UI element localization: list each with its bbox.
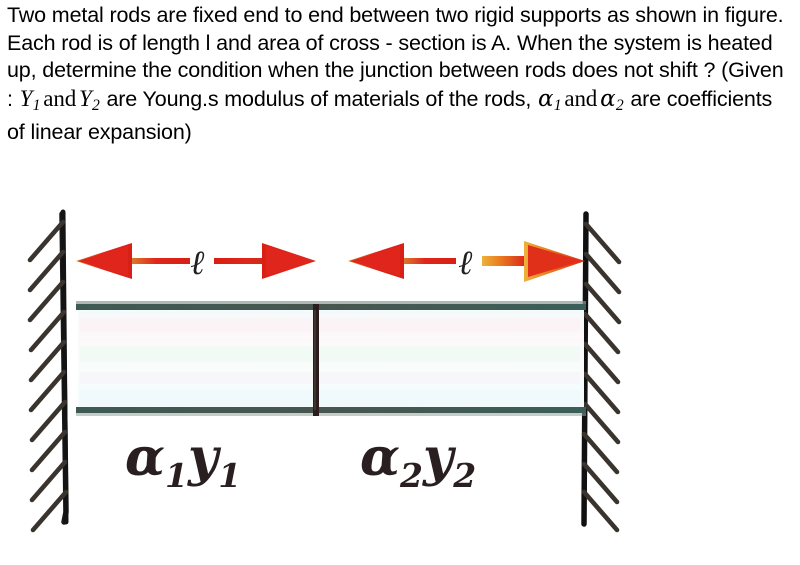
left-rigid-support-hatched-wall <box>27 209 69 533</box>
rod-material-labels: α1y1 α2y2 <box>125 427 476 495</box>
symbol-alpha2-subscript: 2 <box>615 96 624 114</box>
dimension-arrows-rod-1: ℓ <box>76 243 316 282</box>
figure-diagram: ℓ ℓ <box>0 200 700 540</box>
rod2-material-label: α2y2 <box>360 427 476 495</box>
left-support-hatching <box>27 219 69 533</box>
conjunction-and-1: and <box>43 85 77 111</box>
length-label-right: ℓ <box>459 245 474 282</box>
arrow-right-rod2 <box>482 241 585 282</box>
rods-assembly <box>76 301 586 416</box>
conjunction-and-2: and <box>564 85 598 111</box>
right-support-hatching <box>581 221 622 533</box>
length-label-left: ℓ <box>191 245 206 282</box>
right-rigid-support-hatched-wall <box>581 211 622 533</box>
symbol-Y1-subscript: 1 <box>32 96 41 114</box>
dimension-arrows-rod-2: ℓ <box>348 241 585 282</box>
arrow-right-rod1 <box>214 243 316 279</box>
question-text-part-3: are coefficients of linear expansion) <box>7 86 773 145</box>
arrow-left-rod2 <box>348 243 456 279</box>
symbol-Y1-base: Y <box>19 85 33 111</box>
question-text-block: Two metal rods are fixed end to end betw… <box>7 2 793 147</box>
symbol-Y2-subscript: 2 <box>92 96 100 114</box>
symbol-alpha1-base: α <box>538 85 554 112</box>
symbol-Y2-base: Y <box>79 85 92 111</box>
rod1-material-label: α1y1 <box>125 427 241 495</box>
question-text-part-1: Two metal rods are fixed end to end betw… <box>7 3 784 111</box>
symbol-alpha1-subscript: 1 <box>553 96 562 114</box>
symbol-alpha2-base: α <box>600 85 616 112</box>
arrow-left-rod1 <box>76 243 190 279</box>
question-text-part-2: are Young.s modulus of materials of the … <box>100 86 538 111</box>
